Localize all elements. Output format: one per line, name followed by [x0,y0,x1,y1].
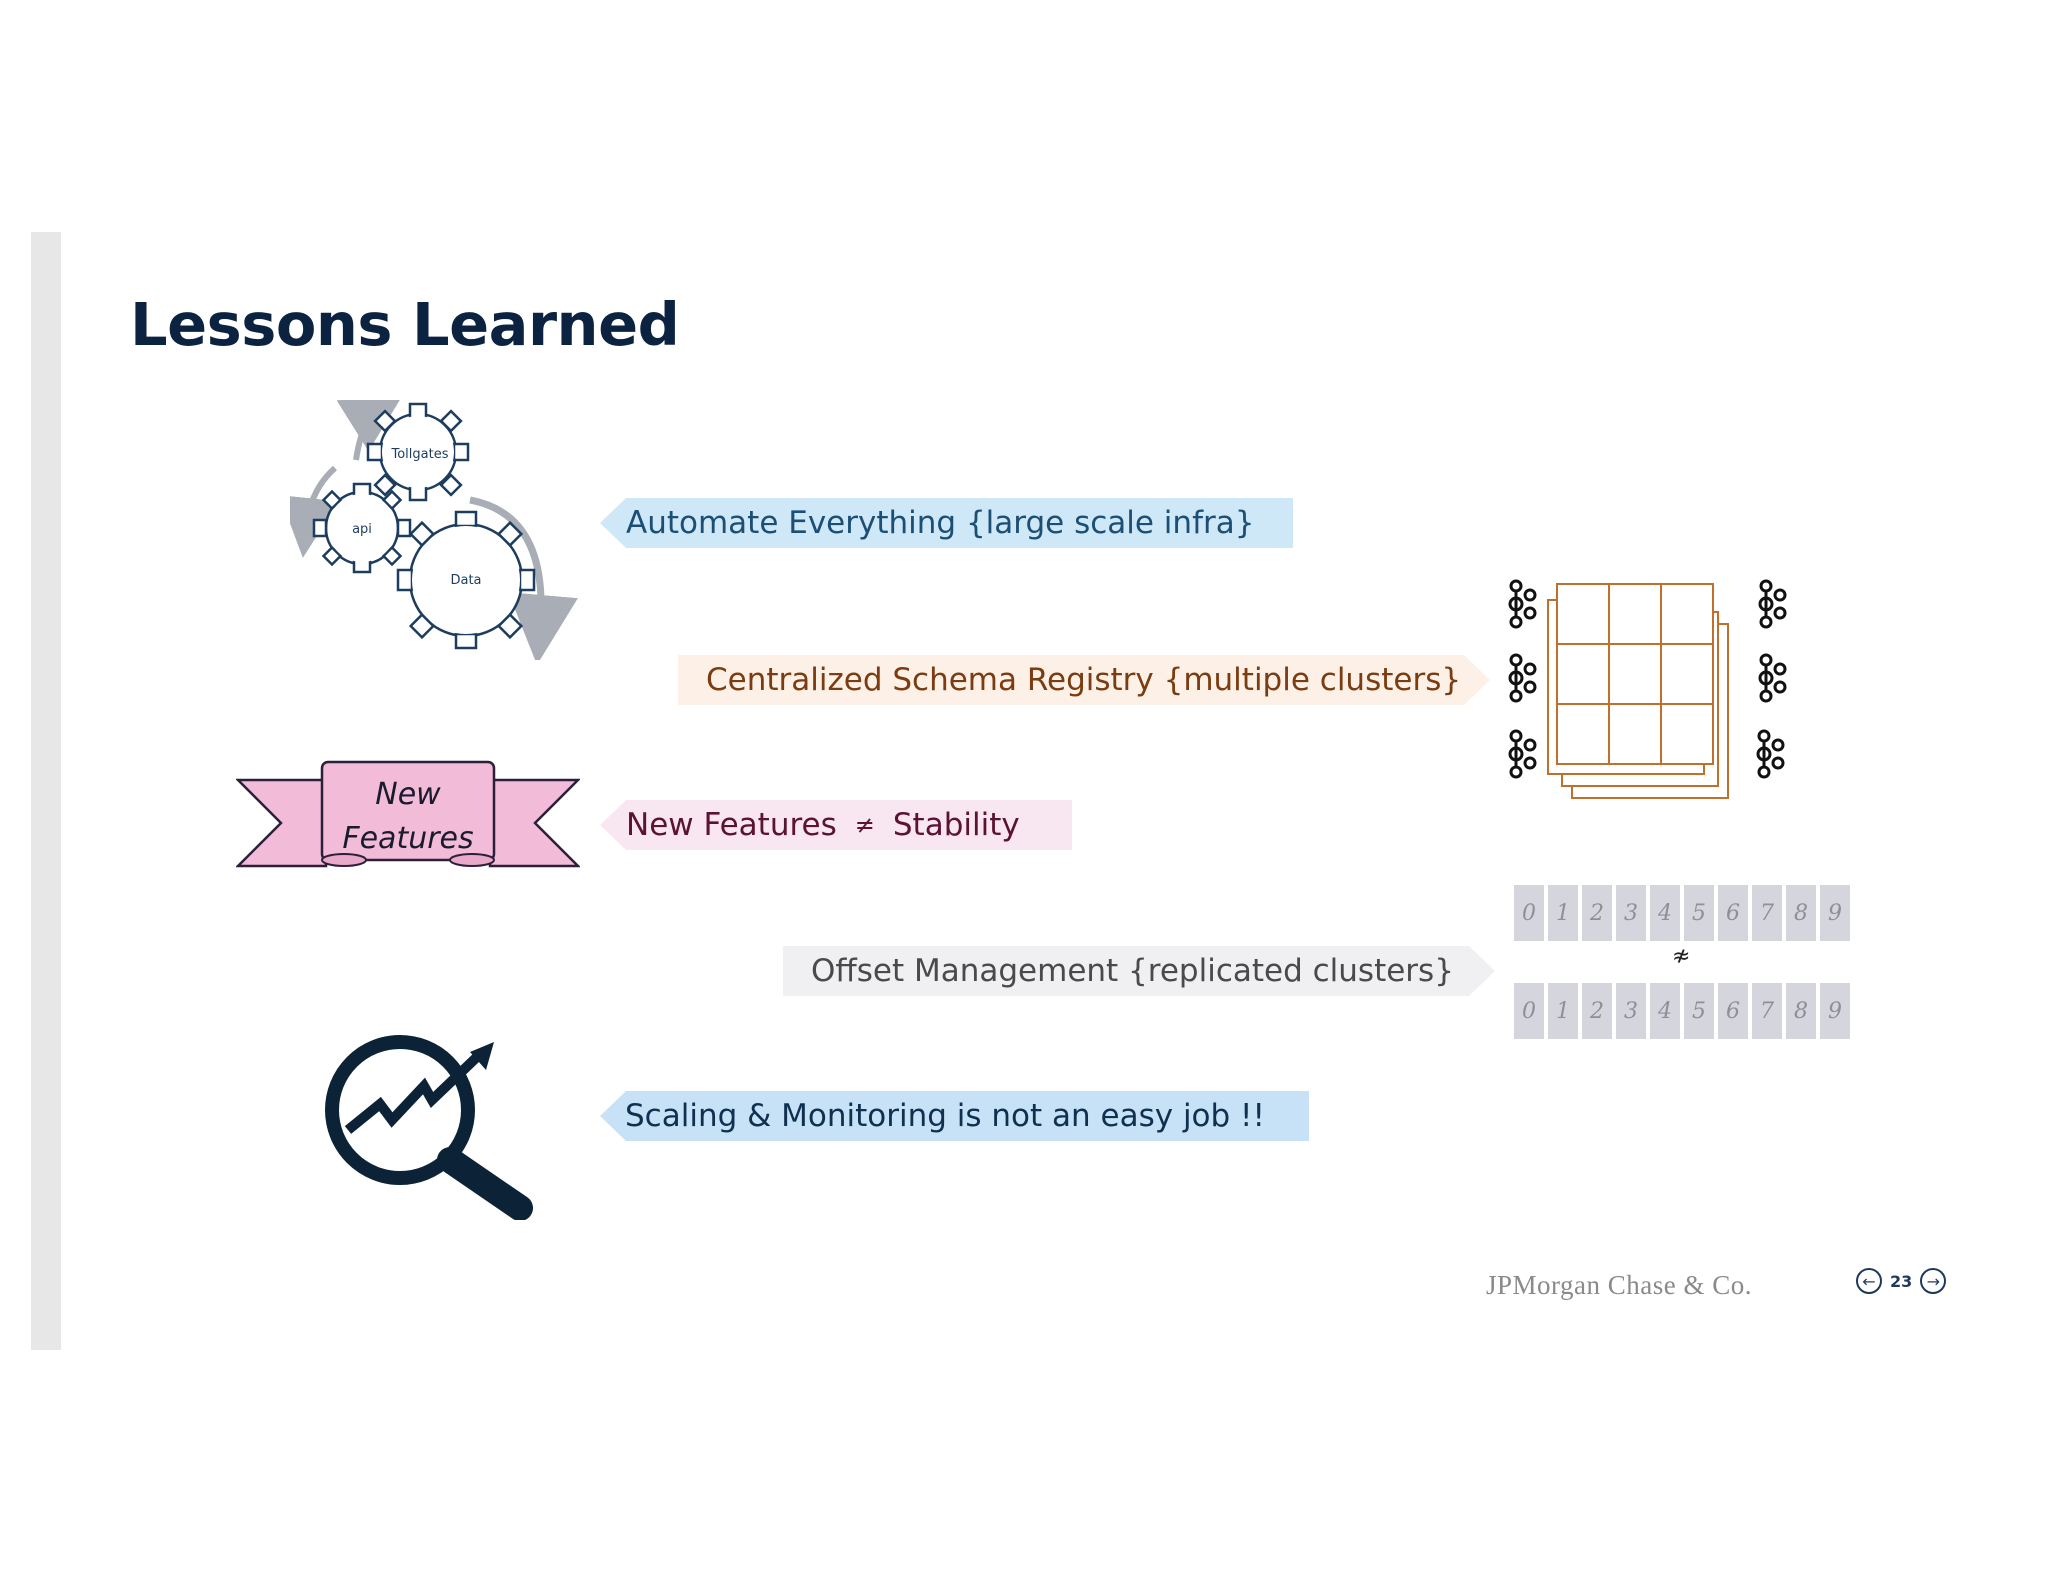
gear-label-data: Data [450,573,481,588]
offset-digit: 5 [1684,885,1714,941]
registry-grid-icon [1508,579,1787,799]
offset-digit: 9 [1820,983,1850,1039]
offset-digit: 1 [1548,983,1578,1039]
lesson-features-right: Stability [892,807,1020,843]
page-number: 23 [1890,1271,1913,1291]
offset-digit: 8 [1786,983,1816,1039]
offset-digit: 5 [1684,983,1714,1039]
offset-digit: 1 [1548,885,1578,941]
ribbon-line2: Features [342,821,473,856]
offset-digit: 0 [1514,983,1544,1039]
side-bar [31,232,61,1350]
lesson-offset-management: Offset Management {replicated clusters} [783,946,1495,996]
not-equal-symbol: ≠ [854,811,875,839]
gears-icon: Tollgates api Data [290,400,578,660]
lesson-automate: Automate Everything {large scale infra} [600,498,1293,548]
jpmorgan-logo: JPMorgan Chase & Co. [1486,1270,1753,1300]
offset-digit: 7 [1752,885,1782,941]
gear-label-api: api [352,522,372,537]
offset-digit: 4 [1650,983,1680,1039]
offset-digit: 8 [1786,885,1816,941]
slide-title: Lessons Learned [130,290,680,359]
offset-digit: 3 [1616,885,1646,941]
lesson-schema-registry: Centralized Schema Registry {multiple cl… [678,655,1490,705]
not-approx-equal-symbol: ≉ [1672,944,1691,969]
offset-digit: 9 [1820,885,1850,941]
page-navigation: ← 23 → [1856,1268,1947,1294]
offset-digit: 6 [1718,885,1748,941]
offset-digit: 0 [1514,885,1544,941]
offset-digit: 2 [1582,983,1612,1039]
lesson-scaling-monitoring: Scaling & Monitoring is not an easy job … [600,1091,1309,1141]
lesson-features-stability: New Features ≠ Stability [600,800,1072,850]
offset-digit: 3 [1616,983,1646,1039]
arrow-left-icon[interactable]: ← [1856,1268,1882,1294]
lesson-features-left: New Features [626,807,837,843]
offset-digit: 7 [1752,983,1782,1039]
ribbon-line1: New [375,777,441,812]
offset-digit: 6 [1718,983,1748,1039]
growth-magnifier-icon [325,1035,533,1220]
kafka-icon [1508,579,1787,779]
offset-digit: 4 [1650,885,1680,941]
gear-label-tollgates: Tollgates [391,447,449,462]
ribbon-banner-icon: New Features [236,760,580,868]
arrow-right-icon[interactable]: → [1920,1268,1947,1294]
offset-digit: 2 [1582,885,1612,941]
